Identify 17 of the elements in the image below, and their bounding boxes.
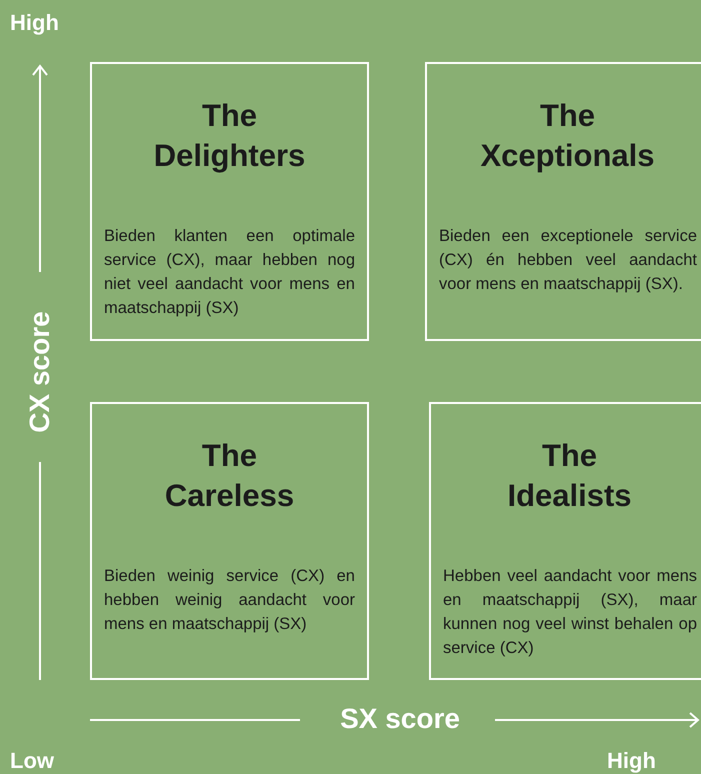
axis-end-label: High <box>10 10 59 36</box>
quadrant-box <box>90 62 369 341</box>
axis-end-label: High <box>607 748 656 774</box>
axis-end-label: Low <box>10 748 54 774</box>
quadrant-title: The Xceptionals <box>480 97 654 175</box>
quadrant-box <box>90 402 369 680</box>
quadrant-description: Bieden klanten een optimale service (CX), maar hebben nog niet veel aandacht voor mens en maatschappij (SX) <box>104 226 355 319</box>
quadrant-title: The Idealists <box>507 437 632 515</box>
quadrant-title: The Careless <box>164 437 294 515</box>
axis-title: SX score <box>340 703 460 735</box>
quadrant-description: Bieden weinig service (CX) en hebben weinig aandacht voor mens en maatschappij (SX) <box>104 566 355 635</box>
quadrant-description: Hebben veel aandacht voor mens en maatschappij (SX), maar kunnen nog veel winst behalen op service (CX) <box>443 566 697 659</box>
quadrant-description: Bieden een exceptionele service (CX) én hebben veel aandacht voor mens en maatschappij (SX). <box>439 226 697 295</box>
quadrant-box <box>425 62 701 341</box>
quadrant-title: The Delighters <box>154 97 306 175</box>
axis-title: CX score <box>24 311 56 433</box>
quadrant-box <box>429 402 701 680</box>
